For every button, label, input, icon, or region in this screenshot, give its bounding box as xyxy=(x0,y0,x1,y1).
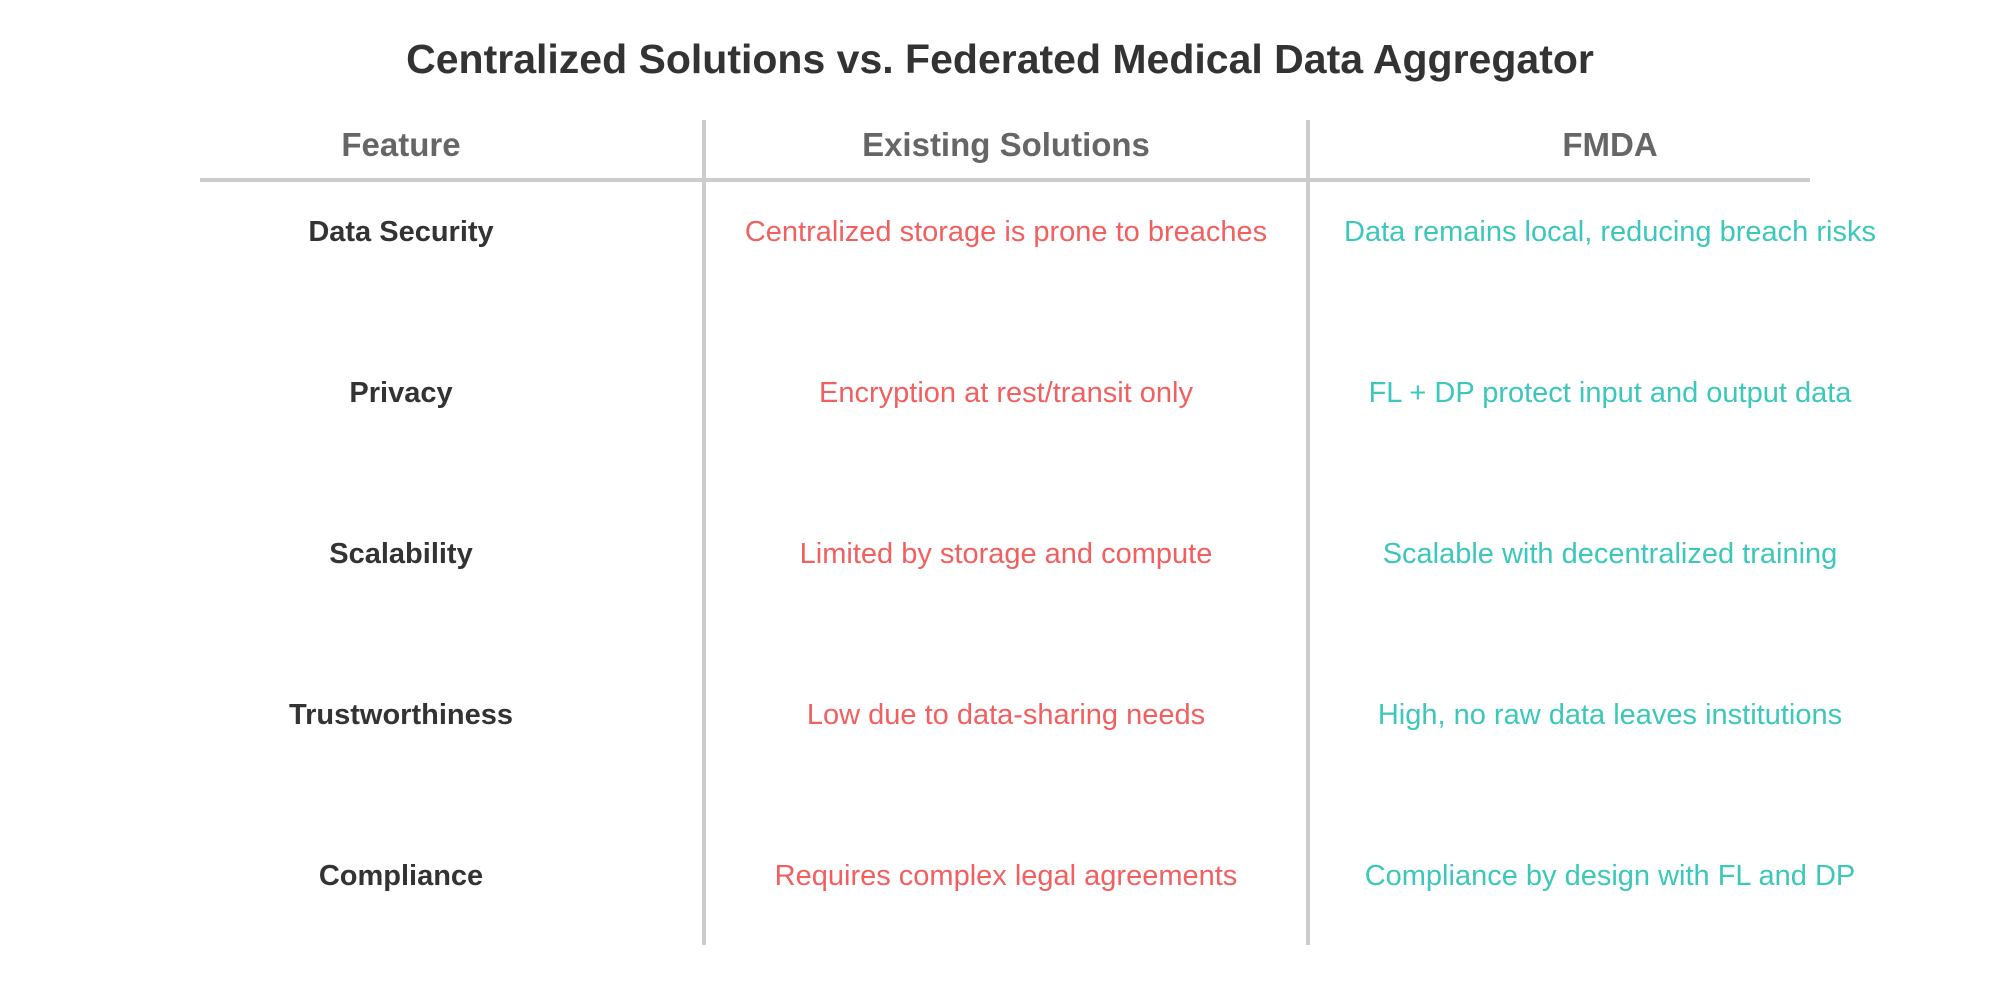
row-fmda-trustworthiness: High, no raw data leaves institutions xyxy=(1377,699,1843,731)
column-divider-2 xyxy=(1306,120,1310,945)
row-existing-data-security: Centralized storage is prone to breaches xyxy=(744,216,1268,248)
row-existing-trustworthiness: Low due to data-sharing needs xyxy=(806,699,1206,731)
row-fmda-data-security: Data remains local, reducing breach risk… xyxy=(1344,216,1876,248)
row-feature-trustworthiness: Trustworthiness xyxy=(289,699,513,731)
row-existing-compliance: Requires complex legal agreements xyxy=(774,860,1238,892)
header-rule xyxy=(200,178,1810,182)
row-fmda-compliance: Compliance by design with FL and DP xyxy=(1364,860,1856,892)
header-existing-solutions: Existing Solutions xyxy=(862,126,1150,163)
row-feature-data-security: Data Security xyxy=(308,216,494,248)
row-fmda-scalability: Scalable with decentralized training xyxy=(1382,538,1838,570)
header-feature: Feature xyxy=(341,126,461,163)
row-fmda-privacy: FL + DP protect input and output data xyxy=(1368,377,1852,409)
row-feature-privacy: Privacy xyxy=(349,377,453,409)
figure-title: Centralized Solutions vs. Federated Medi… xyxy=(406,36,1594,82)
row-existing-privacy: Encryption at rest/transit only xyxy=(819,377,1193,409)
row-feature-compliance: Compliance xyxy=(318,860,484,892)
row-feature-scalability: Scalability xyxy=(329,538,473,570)
column-divider-1 xyxy=(702,120,706,945)
row-existing-scalability: Limited by storage and compute xyxy=(799,538,1213,570)
header-fmda: FMDA xyxy=(1562,126,1658,163)
